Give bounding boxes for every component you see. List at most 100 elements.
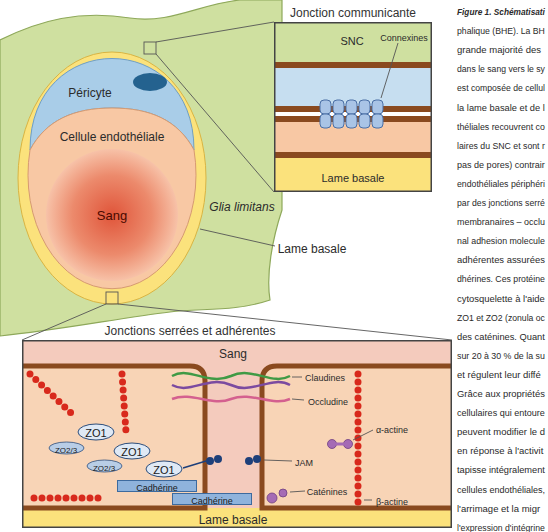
jam-protein [206,457,214,465]
text-holder: ZO1 [121,442,142,460]
text-holder: Cadhérine [136,477,178,495]
caption-line: endothéliales périphéri [457,179,545,189]
leader-line [290,491,305,492]
region-label: Lame basale [199,510,268,528]
zoom-line [156,22,274,42]
caption-line: peuvent modifier le d [457,427,545,438]
caption-line: membranaires – occlu [457,217,545,227]
text-holder: Jonction communicante [290,3,416,21]
region-label: Sang [219,344,247,362]
alpha-actinin [328,440,337,449]
glia-limitans-region: Glia limitansPéricyteCellule endothélial… [0,0,283,340]
caption-line: endothéliales périphéri [457,173,545,191]
caption-line: dans le sang vers le sy [457,65,545,75]
caption-line: adhérentes assurées [457,249,545,267]
glia-outline [0,0,282,336]
caption-line: en réponse à l'activit [457,440,543,458]
part-label: Lame basale [278,239,347,257]
leader-line [292,399,304,400]
node-outline [274,22,432,192]
tissue-band [274,112,432,116]
part-label: Occludine [308,397,348,407]
tissue-band [274,106,432,112]
connexin [320,114,331,128]
caption-line: par des jonctions serré [457,198,545,208]
part-label: Occludine [308,391,348,409]
zo1-protein: ZO1 [77,423,115,441]
region-label: Lame basale [199,514,268,528]
caption-line: Figure 1. Schématisati [457,1,545,19]
zo1-protein: ZO1 [113,442,151,460]
text-holder: Cadhérine [191,490,233,508]
caption-line: ZO1 et ZO2 (zonula oc [457,307,545,325]
part-label: Caténines [307,487,348,497]
jam-protein [214,455,222,463]
blood-lumen: Sang [46,149,178,281]
region-label: SNC [340,31,363,49]
tissue-band [274,158,432,192]
leader-line [264,460,292,461]
actin-filament [30,374,72,414]
actin-filament [355,374,362,504]
node-text: Péricyte [68,87,111,101]
node-text: ZO1 [121,446,142,459]
caption-line: l'arrimage et la migr [457,498,540,516]
node-text: ZO1 [153,464,174,477]
caption-line: théliales recouvrent co [457,116,545,134]
endothelial-outline [28,108,196,289]
caption-line: dans le sang vers le sy [457,58,545,76]
cadherin-box: Cadhérine [117,480,197,492]
protein-ellipse [146,461,182,477]
caption-line: des caténines. Quant [457,332,545,343]
zo1-jam-link [183,461,206,468]
zoom-line [22,304,106,340]
endothelial-cell-section [262,366,452,508]
caption-line: membranaires – occlu [457,211,545,229]
inset-border [23,341,452,528]
zoom-marker [144,42,156,54]
text-holder: ZO2/3 [93,457,115,475]
connexin [333,100,344,114]
endothelial-cell-section [22,366,205,508]
caption-line: l'expression d'intégrine [457,523,545,532]
caption-line: en réponse à l'activit [457,446,543,457]
caption-line: laires du SNC et sont r [457,135,545,153]
claudin-strand [172,373,290,379]
leader-line [353,430,373,440]
endothelial-cell: Cellule endothélialeSang [26,60,198,296]
connexin [320,100,331,114]
text-holder: Sang [97,206,127,224]
part-label: α-actine [376,425,408,435]
part-label: JAM [295,452,313,470]
part-label: α-actine [376,419,408,437]
caption-line: Figure 1. Schématisati [457,8,545,18]
caption-line: nal adhesion molecule [457,230,545,248]
tissue-band [274,62,432,68]
jam-protein [245,457,253,465]
caption-line: théliales recouvrent co [457,122,545,132]
part-label: Connexines [380,33,428,43]
caption-line: adhérentes assurées [457,255,545,266]
zo23-protein: ZO2/3 [48,441,85,455]
caption-line: par des jonctions serré [457,192,545,210]
caption-line: sur 20 à 30 % de la su [457,345,545,363]
zoom-line [118,304,452,340]
basal-lamina-ring [18,52,206,304]
region-label: Lame basale [322,168,385,186]
caption-line: ZO1 et ZO2 (zonula oc [457,314,545,324]
caption-line: cellules endothéliales, [457,485,545,495]
caption-line: la lame basale et de l [457,97,545,115]
protein-ellipse [78,424,114,440]
leader-line [200,229,275,246]
caption-line: l'arrimage et la migr [457,504,540,515]
caption-line: dhérines. Ces protéine [457,274,545,284]
basal-lamina-band [22,508,452,528]
lumen-circle [46,149,178,281]
caption-line: la lame basale et de l [457,103,545,114]
caption-line: cytosquelette à l'aide [457,288,545,306]
caption-line: l'expression d'intégrine [457,517,545,532]
zo23-protein: ZO2/3 [86,459,123,473]
node-text: Cadhérine [136,483,178,493]
node-text: ZO2/3 [93,464,115,473]
